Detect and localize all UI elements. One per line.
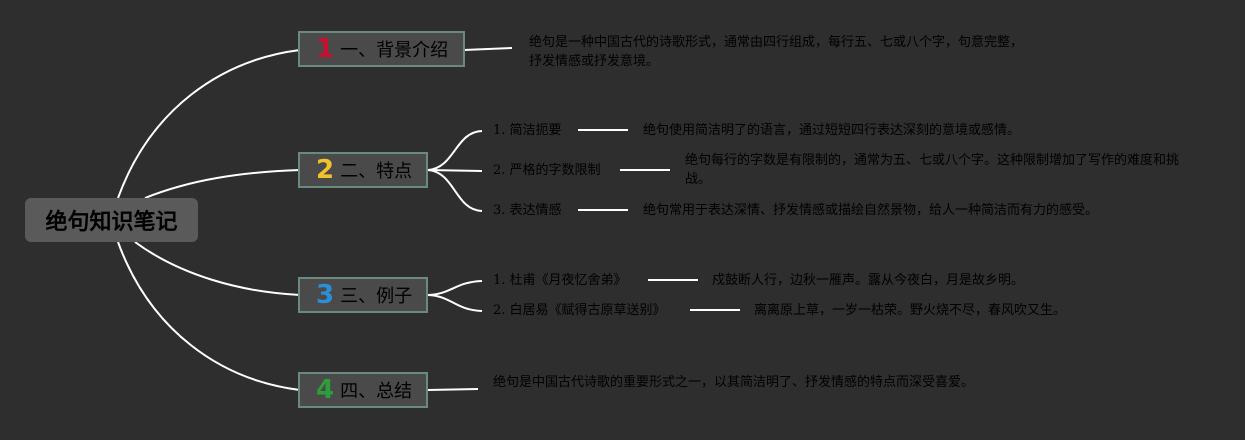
branch-node-3[interactable]: 3 三、例子	[298, 277, 428, 313]
branch-number-4: 4	[316, 375, 335, 405]
connector-branch-3-child-1	[427, 280, 483, 296]
root-label: 绝句知识笔记	[45, 210, 178, 235]
branch-label-1: 一、背景介绍	[340, 40, 449, 61]
connector-branch-1-text	[463, 47, 513, 51]
branch-4-text: 绝句是中国古代诗歌的重要形式之一，以其简洁明了、抒发情感的特点而深受喜爱。	[493, 375, 975, 390]
branch-node-4[interactable]: 4 四、总结	[298, 372, 428, 408]
connector-branch-2-child-1	[427, 130, 483, 171]
b2-child-1-label[interactable]: 1. 简洁扼要	[493, 123, 562, 138]
branch-number-1: 1	[316, 34, 335, 64]
b3-child-2-text: 离离原上草，一岁一枯荣。野火烧不尽，春风吹又生。	[754, 303, 1067, 318]
b2-child-3-label[interactable]: 3. 表达情感	[493, 203, 562, 218]
b2-child-2-label[interactable]: 2. 严格的字数限制	[493, 163, 601, 178]
b2-child-2-text: 绝句每行的字数是有限制的，通常为五、七或八个字。这种限制增加了写作的难度和挑战。	[685, 153, 1180, 187]
b2-child-3-text: 绝句常用于表达深情、抒发情感或描绘自然景物，给人一种简洁而有力的感受。	[643, 203, 1099, 218]
connector-branch-2-child-2	[427, 169, 483, 172]
connector-root-branch-3	[134, 241, 301, 296]
connector-root-branch-2	[144, 169, 301, 199]
branch-node-2[interactable]: 2 二、特点	[298, 152, 428, 188]
branch-number-3: 3	[316, 280, 335, 310]
branch-label-4: 四、总结	[340, 381, 413, 402]
connector-branch-3-child-2	[427, 294, 483, 312]
connector-branch-2-child-3	[427, 169, 483, 212]
connector-branch-4-text	[427, 388, 479, 391]
branch-node-1[interactable]: 1 一、背景介绍	[298, 31, 465, 67]
b3-child-1-text: 戍鼓断人行，边秋一雁声。露从今夜白，月是故乡明。	[712, 273, 1025, 288]
b2-child-1-text: 绝句使用简洁明了的语言，通过短短四行表达深刻的意境或感情。	[643, 123, 1021, 138]
branch-label-3: 三、例子	[340, 286, 413, 307]
b3-child-2-label[interactable]: 2. 白居易《赋得古原草送别》	[493, 303, 666, 318]
b3-child-1-label[interactable]: 1. 杜甫《月夜忆舍弟》	[493, 273, 627, 288]
root-node[interactable]: 绝句知识笔记	[25, 198, 198, 242]
connector-root-branch-1	[117, 49, 301, 199]
connector-root-branch-4	[117, 241, 301, 391]
branch-number-2: 2	[316, 155, 335, 185]
branch-1-text: 绝句是一种中国古代的诗歌形式，通常由四行组成，每行五、七或八个字，句意完整，抒发…	[529, 35, 1024, 69]
branch-label-2: 二、特点	[340, 161, 413, 182]
